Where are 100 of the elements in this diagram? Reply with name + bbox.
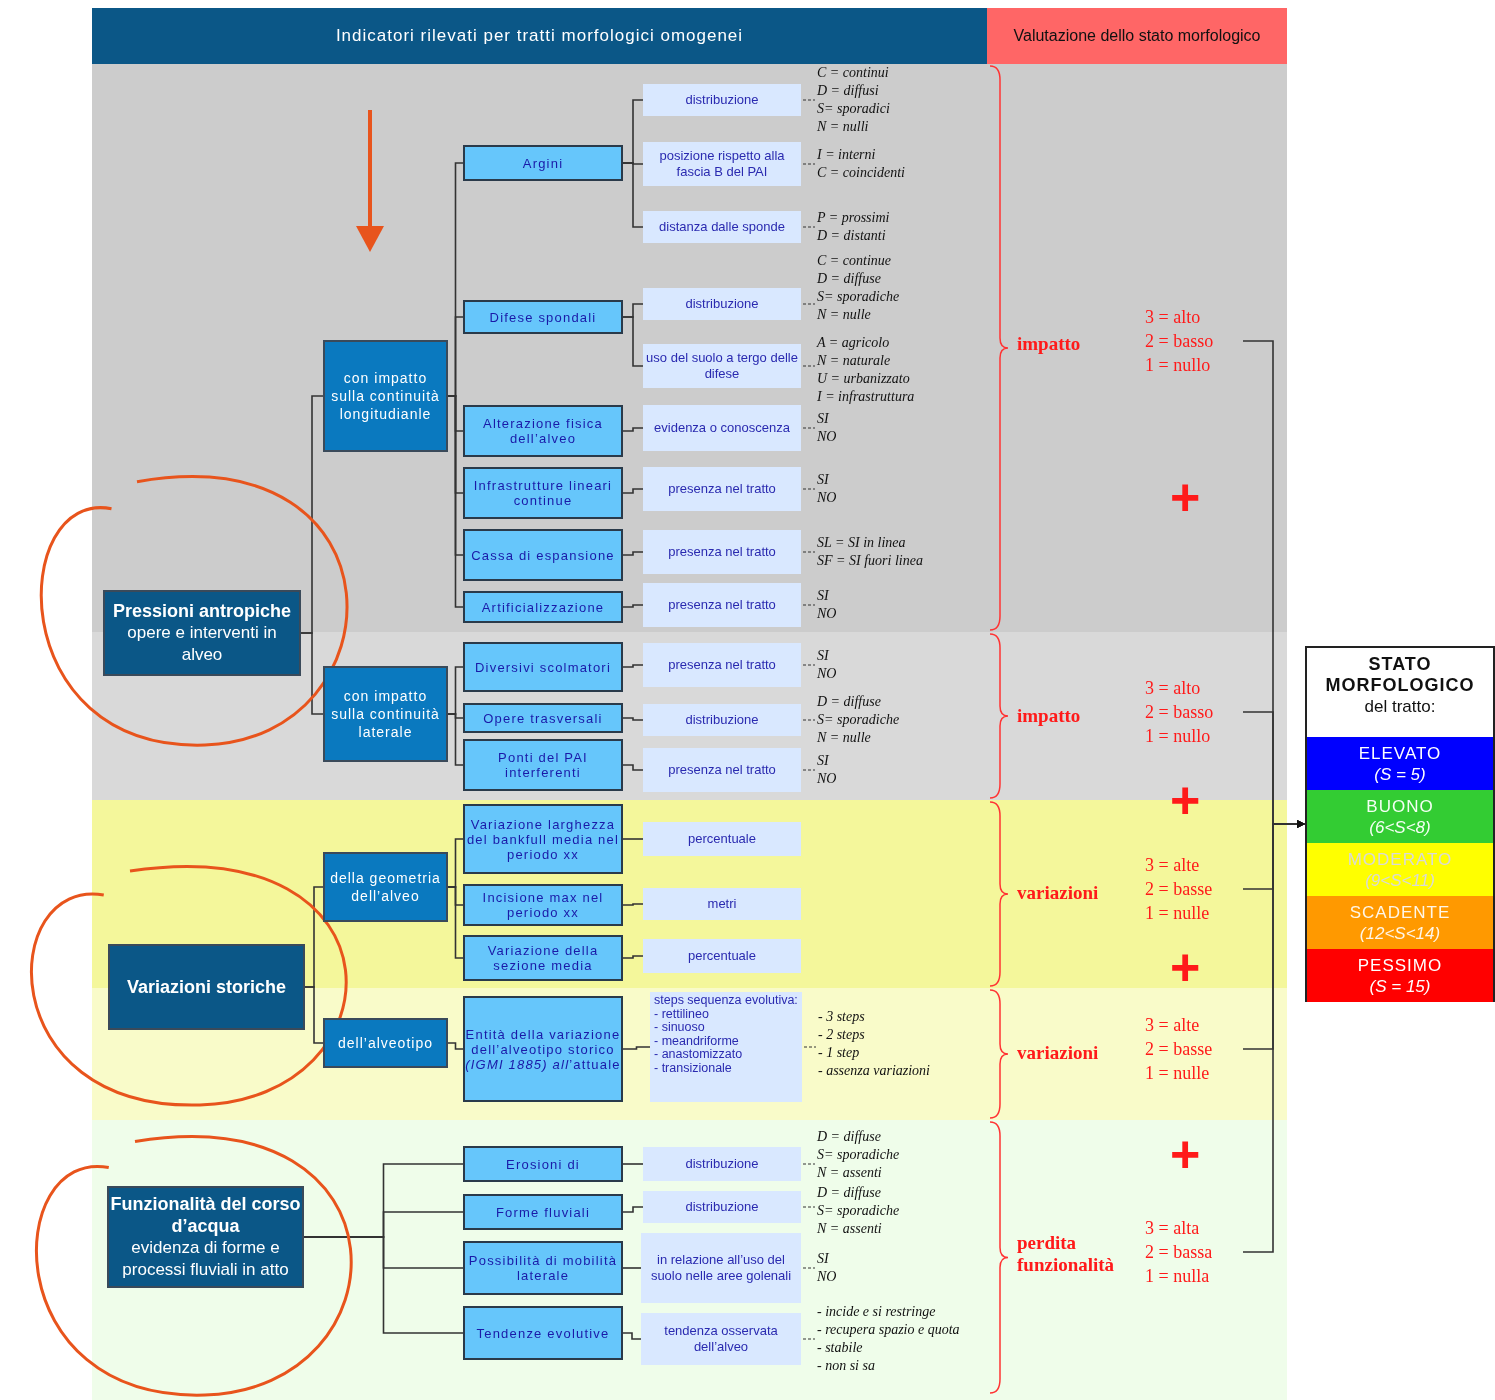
indicator-box bbox=[463, 300, 623, 334]
score-range: (12<S<14) bbox=[1359, 922, 1441, 944]
code-label: D = diffuse bbox=[817, 693, 881, 711]
score-value: 3 = alto bbox=[1145, 306, 1201, 329]
criterion-label: variazioni bbox=[1017, 1042, 1100, 1064]
indicator-box bbox=[463, 804, 623, 874]
code-label: SI bbox=[817, 410, 829, 428]
code-label: NO bbox=[817, 428, 837, 446]
score-range: (6<S<8) bbox=[1369, 816, 1431, 838]
code-label: SI bbox=[817, 647, 829, 665]
connector bbox=[622, 316, 644, 367]
parameter-box bbox=[643, 748, 801, 792]
subcategory-box bbox=[323, 852, 448, 922]
box-title: STATO MORFOLOGICO bbox=[1324, 654, 1476, 696]
parameter-box bbox=[643, 467, 801, 511]
connector bbox=[447, 886, 464, 959]
box-label: Tendenze evolutive bbox=[476, 1325, 610, 1341]
code-label: N = assenti bbox=[817, 1220, 882, 1238]
box-label: Opere trasversali bbox=[483, 710, 603, 726]
box-label: Cassa di espansione bbox=[471, 547, 615, 563]
score-value: 2 = basse bbox=[1145, 878, 1213, 901]
criterion-label: impatto bbox=[1017, 333, 1082, 355]
score-value: 2 = basso bbox=[1145, 330, 1214, 353]
box-label: evidenza o conoscenza bbox=[654, 420, 790, 436]
parameter-box bbox=[643, 1147, 801, 1181]
category-box bbox=[103, 590, 301, 676]
box-label: posizione rispetto alla fascia B del PAI bbox=[658, 148, 786, 180]
score-value: 1 = nullo bbox=[1145, 354, 1211, 377]
code-label: NO bbox=[817, 665, 837, 683]
column-header bbox=[92, 8, 987, 64]
code-label: SI bbox=[817, 752, 829, 770]
box-label: dell’alveotipo bbox=[338, 1034, 433, 1052]
code-label: NO bbox=[817, 605, 837, 623]
box-label: uso del suolo a tergo delle difese bbox=[646, 350, 798, 382]
code-label: C = continui bbox=[817, 64, 889, 82]
code-label: I = interni bbox=[817, 146, 876, 164]
code-label: S= sporadici bbox=[817, 100, 890, 118]
class-name: MODERATO bbox=[1347, 848, 1453, 870]
connector bbox=[622, 427, 644, 432]
class-band bbox=[1307, 949, 1493, 1002]
connector bbox=[447, 1042, 464, 1050]
criterion-label: variazioni bbox=[1017, 882, 1100, 904]
score-value: 1 = nulle bbox=[1145, 902, 1210, 925]
code-label: U = urbanizzato bbox=[817, 370, 910, 388]
box-label: Forme fluviali bbox=[495, 1204, 591, 1220]
code-label: SI bbox=[817, 471, 829, 489]
indicator-box bbox=[463, 1194, 623, 1230]
code-label: NO bbox=[817, 1268, 837, 1286]
box-label: distribuzione bbox=[685, 296, 759, 312]
plus-sign: + bbox=[1170, 1132, 1201, 1176]
score-value: 3 = alte bbox=[1145, 854, 1200, 877]
code-label: D = diffusi bbox=[817, 82, 879, 100]
class-name: SCADENTE bbox=[1349, 901, 1451, 923]
indicator-box bbox=[463, 739, 623, 791]
connector bbox=[622, 664, 644, 668]
box-label: della geometria dell’alveo bbox=[329, 869, 442, 905]
box-label: in relazione all’uso del suolo nelle aree golenali bbox=[649, 1252, 793, 1284]
box-label: del tratto: bbox=[1364, 696, 1436, 717]
code-label: A = agricolo bbox=[817, 334, 890, 352]
indicator-box bbox=[463, 884, 623, 926]
box-label: Ponti del PAI interferenti bbox=[497, 750, 589, 780]
connector bbox=[622, 1046, 651, 1050]
code-label: N = nulli bbox=[817, 118, 869, 136]
box-label: tendenza osservata dell’alveo bbox=[663, 1323, 779, 1355]
connector bbox=[447, 713, 464, 766]
code-label: N = assenti bbox=[817, 1164, 882, 1182]
class-name: BUONO bbox=[1366, 795, 1434, 817]
code-label: N = naturale bbox=[817, 352, 891, 370]
box-label: evidenza di forme e processi fluviali in atto bbox=[121, 1237, 290, 1281]
indicator-box bbox=[463, 405, 623, 457]
connector bbox=[622, 604, 644, 608]
code-label: - 1 step bbox=[818, 1044, 860, 1062]
column-header bbox=[987, 8, 1287, 64]
code-label: D = diffuse bbox=[817, 1128, 881, 1146]
code-label: SL = SI in linea bbox=[817, 534, 906, 552]
code-label: P = prossimi bbox=[817, 209, 890, 227]
parameter-box bbox=[643, 583, 801, 627]
subcategory-box bbox=[323, 340, 448, 452]
code-label: - 2 steps bbox=[818, 1026, 865, 1044]
code-label: - incide e si restringe bbox=[817, 1303, 936, 1321]
score-value: 3 = alto bbox=[1145, 677, 1201, 700]
box-label: distribuzione bbox=[685, 92, 759, 108]
result-box bbox=[1305, 646, 1495, 1002]
box-label: Artificializzazione bbox=[481, 599, 605, 615]
code-label: C = continue bbox=[817, 252, 891, 270]
connector bbox=[622, 1206, 644, 1213]
class-name: ELEVATO bbox=[1358, 742, 1442, 764]
parameter-box bbox=[643, 344, 801, 388]
class-band bbox=[1307, 790, 1493, 843]
connector bbox=[303, 1236, 464, 1334]
subcategory-box bbox=[323, 666, 448, 762]
code-label: NO bbox=[817, 489, 837, 507]
indicator-box bbox=[463, 703, 623, 733]
box-label: Incisione max nel periodo xx bbox=[481, 890, 605, 920]
indicator-box bbox=[463, 1306, 623, 1360]
score-value: 2 = bassa bbox=[1145, 1241, 1213, 1264]
category-box bbox=[107, 1186, 304, 1288]
indicator-box bbox=[463, 467, 623, 519]
parameter-box bbox=[643, 530, 801, 574]
parameter-box bbox=[643, 643, 801, 687]
